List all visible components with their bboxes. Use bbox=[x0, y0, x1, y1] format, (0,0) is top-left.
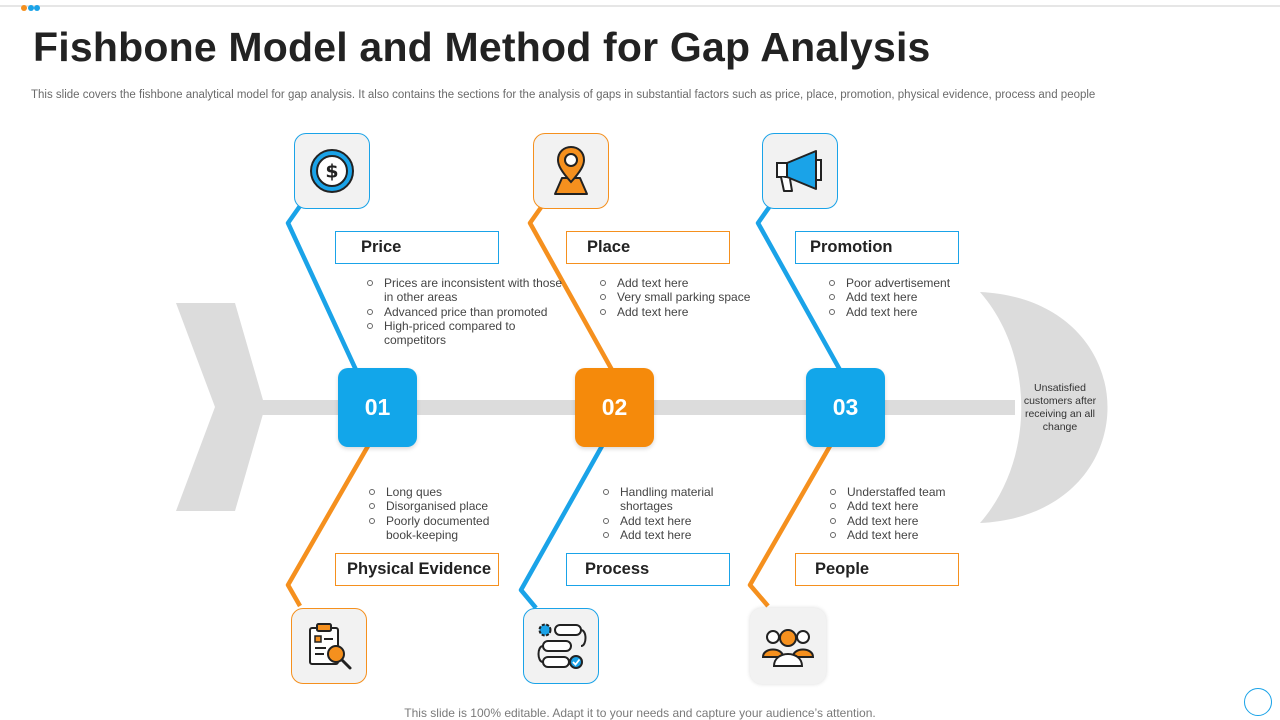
label-process: Process bbox=[566, 553, 730, 586]
process-flow-icon bbox=[537, 623, 587, 669]
fish-head-text: Unsatisfied customers after receiving an… bbox=[1023, 382, 1097, 433]
place-bullet-list: Add text here Very small parking space A… bbox=[599, 276, 789, 319]
bone-place bbox=[527, 204, 614, 372]
list-item: Advanced price than promoted bbox=[366, 305, 566, 319]
list-item: Add text here bbox=[829, 528, 989, 542]
fish-tail bbox=[176, 303, 265, 511]
list-item: Add text here bbox=[828, 290, 1008, 304]
label-place: Place bbox=[566, 231, 730, 264]
bone-process bbox=[518, 444, 604, 610]
list-item: Add text here bbox=[602, 514, 742, 528]
list-item: Disorganised place bbox=[368, 499, 518, 513]
corner-circle-icon bbox=[1244, 688, 1272, 716]
people-group-icon bbox=[761, 629, 815, 667]
price-icon-box: $ bbox=[294, 133, 370, 209]
label-physical-evidence: Physical Evidence bbox=[335, 553, 499, 586]
list-item: Add text here bbox=[599, 305, 789, 319]
megaphone-icon bbox=[776, 150, 822, 192]
people-bullet-list: Understaffed team Add text here Add text… bbox=[829, 485, 989, 542]
clipboard-search-icon bbox=[309, 623, 352, 670]
step-03-badge: 03 bbox=[806, 368, 885, 447]
promotion-bullet-list: Poor advertisement Add text here Add tex… bbox=[828, 276, 1008, 319]
step-01-badge: 01 bbox=[338, 368, 417, 447]
list-item: High-priced compared to competitors bbox=[366, 319, 566, 348]
list-item: Understaffed team bbox=[829, 485, 989, 499]
brand-dot-blue-2 bbox=[34, 5, 40, 11]
page-subtitle: This slide covers the fishbone analytica… bbox=[31, 89, 1096, 101]
list-item: Very small parking space bbox=[599, 290, 789, 304]
list-item: Long ques bbox=[368, 485, 518, 499]
place-icon-box bbox=[533, 133, 609, 209]
svg-text:$: $ bbox=[325, 161, 338, 183]
list-item: Prices are inconsistent with those in ot… bbox=[366, 276, 566, 305]
bone-people bbox=[747, 444, 832, 608]
bone-price bbox=[285, 204, 359, 371]
label-people: People bbox=[795, 553, 959, 586]
bone-physical-evidence bbox=[285, 444, 370, 608]
list-item: Poorly documented book-keeping bbox=[368, 514, 518, 543]
physical-evidence-bullet-list: Long ques Disorganised place Poorly docu… bbox=[368, 485, 518, 542]
label-price: Price bbox=[335, 231, 499, 264]
price-bullet-list: Prices are inconsistent with those in ot… bbox=[366, 276, 566, 347]
top-rule bbox=[0, 5, 1280, 7]
location-pin-icon bbox=[554, 145, 588, 195]
people-icon-box bbox=[750, 608, 826, 684]
list-item: Add text here bbox=[829, 499, 989, 513]
list-item: Add text here bbox=[829, 514, 989, 528]
brand-dot-orange bbox=[21, 5, 27, 11]
bone-promotion bbox=[755, 204, 842, 372]
label-promotion: Promotion bbox=[795, 231, 959, 264]
list-item: Add text here bbox=[828, 305, 1008, 319]
dollar-coin-icon: $ bbox=[310, 149, 354, 193]
page-title: Fishbone Model and Method for Gap Analys… bbox=[33, 24, 931, 70]
fish-head bbox=[980, 292, 1108, 523]
process-bullet-list: Handling material shortages Add text her… bbox=[602, 485, 742, 542]
brand-dot-blue bbox=[28, 5, 34, 11]
step-02-badge: 02 bbox=[575, 368, 654, 447]
footer-note: This slide is 100% editable. Adapt it to… bbox=[404, 706, 876, 720]
list-item: Add text here bbox=[599, 276, 789, 290]
list-item: Add text here bbox=[602, 528, 742, 542]
promotion-icon-box bbox=[762, 133, 838, 209]
process-icon-box bbox=[523, 608, 599, 684]
list-item: Handling material shortages bbox=[602, 485, 742, 514]
list-item: Poor advertisement bbox=[828, 276, 1008, 290]
physical-evidence-icon-box bbox=[291, 608, 367, 684]
